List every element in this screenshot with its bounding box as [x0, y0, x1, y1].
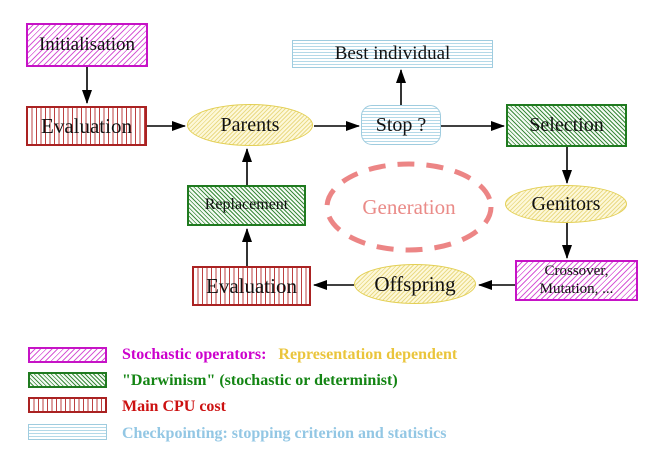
node-parents: Parents: [187, 104, 313, 146]
node-evaluation-bottom-label: Evaluation: [206, 273, 297, 298]
generation-text: Generation: [362, 194, 456, 219]
flow-arrows: [82, 67, 572, 290]
node-replacement: Replacement: [187, 185, 306, 226]
node-offspring-label: Offspring: [374, 271, 456, 296]
node-genitors: Genitors: [505, 185, 627, 223]
legend-cpu-label: Main CPU cost: [122, 398, 226, 415]
node-stop-label: Stop ?: [375, 113, 427, 136]
legend-swatch-checkpointing: [28, 424, 107, 440]
node-stop: Stop ?: [361, 105, 441, 145]
legend-stochastic-label: Stochastic operators:: [122, 346, 267, 363]
node-crossover-mutation: Crossover, Mutation, ...: [515, 260, 638, 301]
node-initialisation-label: Initialisation: [38, 34, 136, 56]
node-selection-label: Selection: [529, 114, 604, 136]
node-evaluation-top-label: Evaluation: [41, 113, 132, 138]
legend-stochastic-note: Representation dependent: [278, 346, 458, 363]
legend-swatch-cpu-cost: [28, 397, 107, 413]
legend-swatch-stochastic-operators: [28, 347, 107, 363]
generation-label: Generation: [327, 186, 491, 228]
node-evaluation-top: Evaluation: [26, 106, 147, 146]
node-crossover-line2: Mutation, ...: [539, 280, 614, 297]
node-replacement-label: Replacement: [204, 196, 289, 214]
node-evaluation-bottom: Evaluation: [192, 266, 311, 306]
node-parents-label: Parents: [220, 113, 280, 136]
node-selection: Selection: [506, 104, 627, 147]
legend-swatch-darwinism: [28, 372, 107, 388]
node-genitors-label: Genitors: [531, 192, 601, 215]
legend-checkpointing-label: Checkpointing: stopping criterion and st…: [122, 425, 447, 442]
legend-row-stochastic: Stochastic operators: Representation depe…: [122, 346, 457, 364]
node-best-individual-label: Best individual: [334, 43, 451, 65]
node-crossover-line1: Crossover,: [544, 263, 609, 280]
node-offspring: Offspring: [354, 264, 476, 304]
node-initialisation: Initialisation: [26, 23, 148, 67]
node-best-individual: Best individual: [292, 40, 493, 68]
legend-darwinism-label: "Darwinism" (stochastic or determinist): [122, 372, 398, 389]
